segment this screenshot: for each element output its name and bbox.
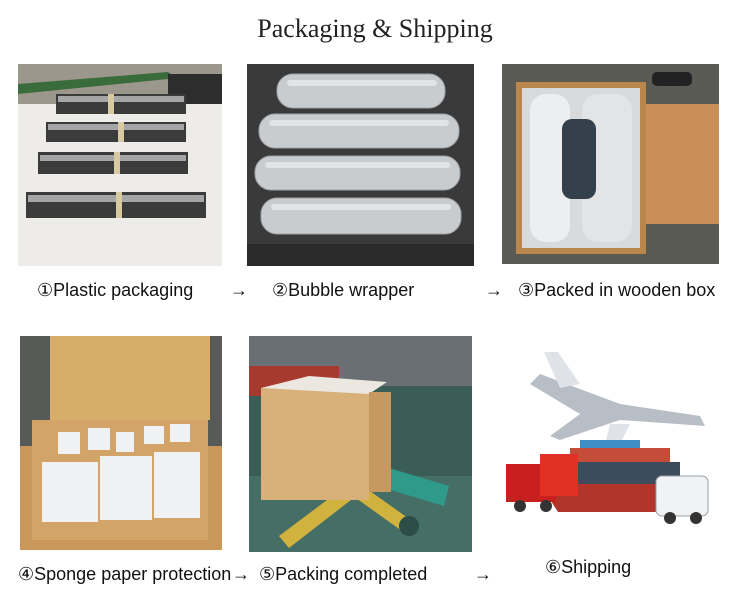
step-6-caption: ⑥Shipping [545, 557, 632, 577]
step-5-caption: ⑤Packing completed [259, 564, 428, 584]
arrow-5-to-6: → [474, 564, 492, 584]
bubble-wrap-photo [247, 64, 474, 266]
page-title: Packaging & Shipping [257, 14, 493, 43]
wooden-box-photo [502, 64, 719, 264]
sponge-paper-photo [20, 336, 222, 550]
step-3-caption: ③Packed in wooden box [518, 280, 716, 300]
packing-completed-photo [249, 336, 472, 552]
step-4-caption: ④Sponge paper protection [18, 564, 232, 584]
plastic-packaging-photo [18, 64, 222, 266]
step-2-caption: ②Bubble wrapper [272, 280, 415, 300]
shipping-illustration [500, 344, 712, 532]
arrow-2-to-3: → [485, 280, 503, 300]
step-1-caption: ①Plastic packaging [37, 280, 194, 300]
arrow-1-to-2: → [230, 280, 248, 300]
arrow-4-to-5: → [232, 564, 250, 584]
